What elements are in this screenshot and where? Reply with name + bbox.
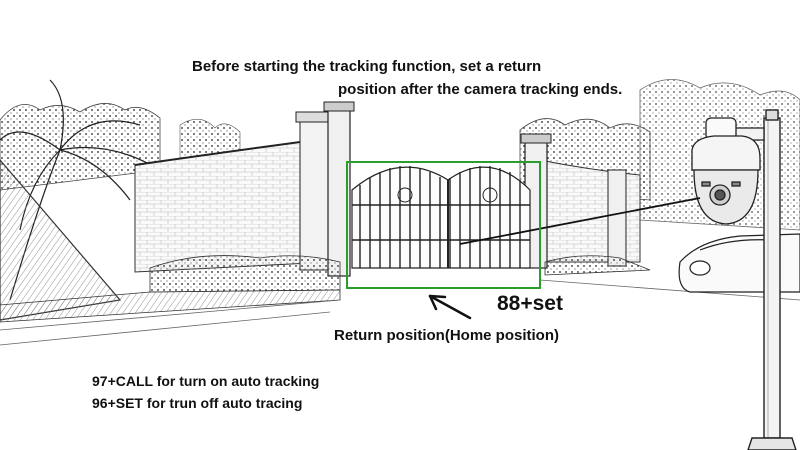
iron-gate (351, 166, 531, 269)
instruction-line-1: Before starting the tracking function, s… (192, 58, 542, 75)
flower-beds (0, 255, 651, 323)
instruction-line-2: position after the camera tracking ends. (338, 81, 623, 98)
parked-car (678, 233, 800, 293)
ptz-dome-camera (691, 117, 765, 225)
wall-left (134, 101, 355, 277)
auto-tracking-off-note: 96+SET for trun off auto tracing (92, 395, 303, 411)
auto-tracking-on-note: 97+CALL for turn on auto tracking (92, 373, 320, 389)
home-position-label: Return position(Home position) (334, 327, 559, 344)
camera-view-line (459, 197, 701, 245)
preset-command-label: 88+set (497, 292, 563, 315)
camera-pole (747, 109, 797, 450)
pointer-arrow (428, 294, 472, 320)
driveway (0, 279, 800, 346)
home-position-frame (346, 161, 541, 289)
